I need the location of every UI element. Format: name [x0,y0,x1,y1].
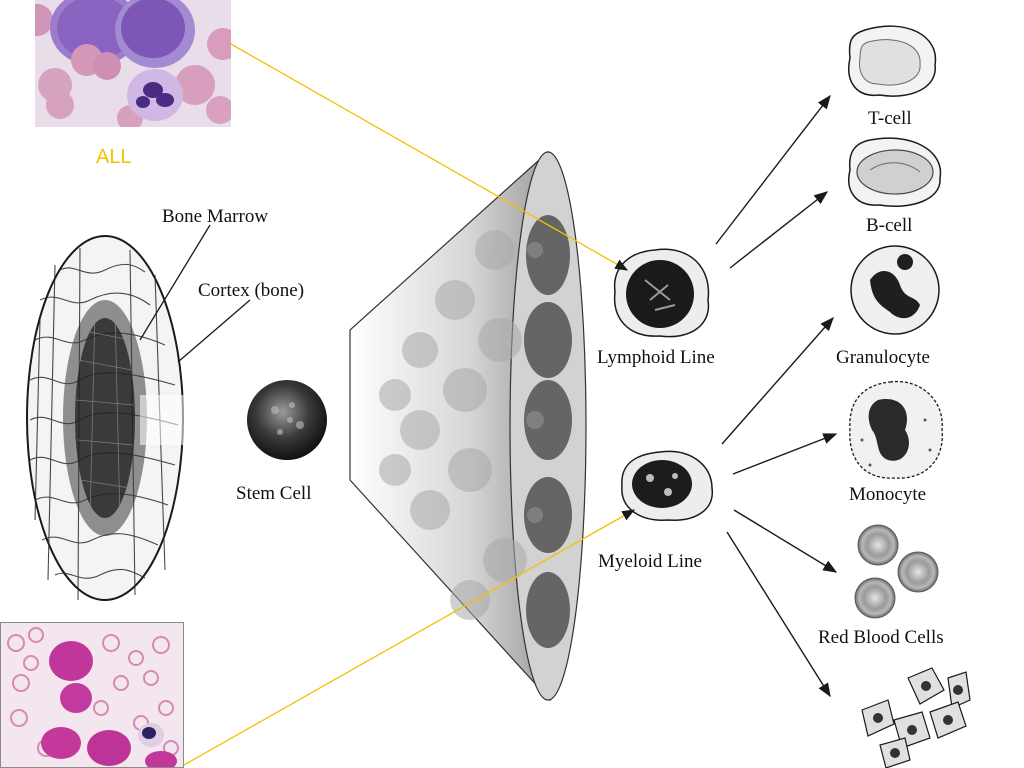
aml-micrograph [0,622,184,768]
granulocyte [850,245,940,335]
platelet-cells [861,667,971,768]
cortex-leader [177,299,251,363]
bone-cross-section [26,235,190,601]
t-cell [848,25,937,97]
red-blood-cells-label: Red Blood Cells [818,627,944,648]
b-cell-label: B-cell [866,215,913,236]
differentiation-arrows [715,94,838,698]
myeloid-progenitor-cell [621,450,713,521]
cortex-label: Cortex (bone) [198,280,305,301]
red-blood-cells [854,524,939,619]
monocyte-label: Monocyte [849,484,927,505]
bone-marrow-label: Bone Marrow [162,206,269,227]
differentiation-cone [349,150,587,702]
granulocyte-label: Granulocyte [836,347,930,368]
monocyte [849,380,943,479]
aml-micrograph-image [1,623,183,767]
bone-marrow-leader [139,224,211,341]
b-cell [848,137,942,207]
aml-connector-line [183,509,636,766]
all-caption: ALL [96,146,132,168]
myeloid-line-label: Myeloid Line [598,551,702,572]
lymphoid-progenitor-cell [613,248,710,338]
stem-cell-label: Stem Cell [236,483,312,504]
all-micrograph-image [35,0,231,127]
all-micrograph [35,0,231,127]
all-connector-line [230,43,629,271]
lymphoid-line-label: Lymphoid Line [597,347,715,368]
stem-cell [247,380,327,460]
t-cell-label: T-cell [868,108,912,129]
